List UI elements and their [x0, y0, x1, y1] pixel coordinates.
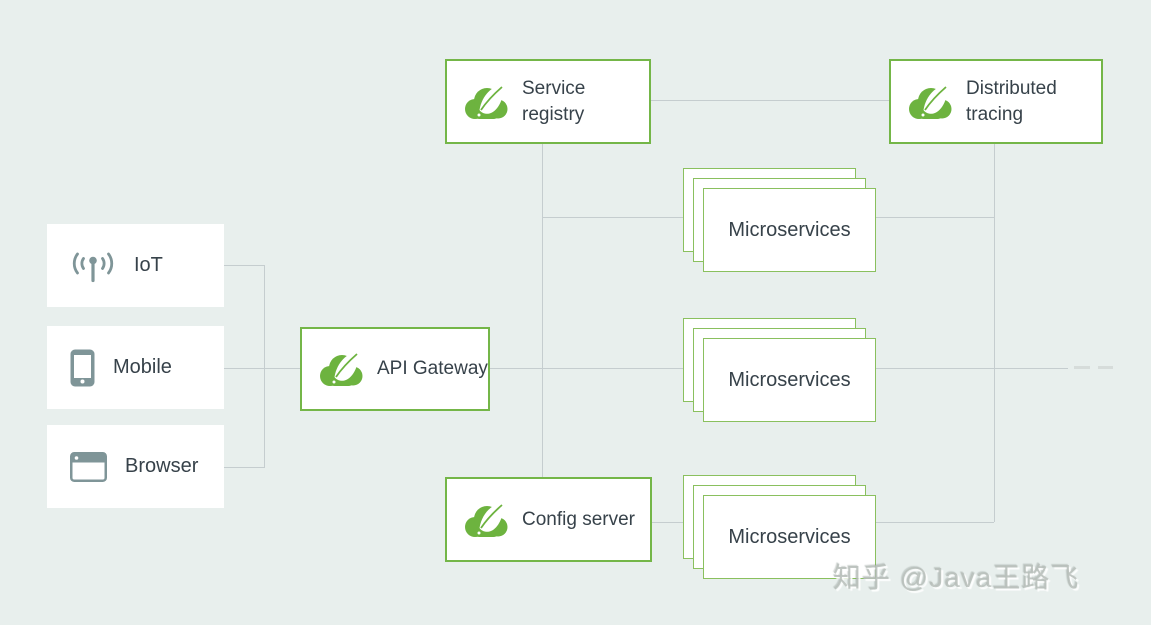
- service-registry-box: Service registry: [445, 59, 651, 144]
- continuation-dash: [1098, 366, 1113, 369]
- spring-cloud-icon: [907, 82, 953, 122]
- connector-iot: [224, 265, 264, 266]
- smartphone-icon: [70, 349, 95, 387]
- stack-card-front: Microservices: [703, 338, 876, 422]
- service-registry-label: Service registry: [522, 78, 586, 125]
- connector-registry-to-tracing: [651, 100, 889, 101]
- iot-client-box: IoT: [47, 224, 224, 307]
- continuation-dash: [1074, 366, 1090, 369]
- api-gateway-box: API Gateway: [300, 327, 490, 411]
- distributed-tracing-box: Distributed tracing: [889, 59, 1103, 144]
- microservices-stack-top: Microservices: [683, 168, 879, 272]
- microservices-stack-bottom: Microservices: [683, 475, 879, 579]
- connector-registry-to-config: [542, 144, 543, 477]
- browser-window-icon: [70, 451, 107, 482]
- spring-cloud-icon: [318, 349, 364, 389]
- browser-label: Browser: [125, 455, 199, 477]
- mobile-label: Mobile: [113, 356, 172, 378]
- spring-cloud-icon: [463, 82, 509, 122]
- connector-clients-bracket: [264, 265, 265, 468]
- stack-card-front: Microservices: [703, 495, 876, 579]
- iot-label: IoT: [134, 254, 163, 276]
- config-server-box: Config server: [445, 477, 652, 562]
- connector-browser: [224, 467, 264, 468]
- microservices-label: Microservices: [728, 218, 851, 241]
- connector-mobile-to-gateway: [224, 368, 300, 369]
- stack-card-front: Microservices: [703, 188, 876, 272]
- antenna-signal-icon: [70, 249, 116, 283]
- spring-cloud-icon: [463, 500, 509, 540]
- connector-gateway-to-middle: [490, 368, 683, 369]
- config-server-label: Config server: [522, 508, 635, 530]
- microservices-stack-middle: Microservices: [683, 318, 879, 422]
- distributed-tracing-label: Distributed tracing: [966, 78, 1057, 125]
- browser-client-box: Browser: [47, 425, 224, 508]
- microservices-label: Microservices: [728, 368, 851, 391]
- zhihu-watermark: 知乎 @Java王路飞: [833, 562, 1080, 593]
- mobile-client-box: Mobile: [47, 326, 224, 409]
- api-gateway-label: API Gateway: [377, 358, 488, 380]
- microservices-label: Microservices: [728, 525, 851, 548]
- connector-tracing-vertical: [994, 144, 995, 522]
- connector-middle-continuation: [876, 368, 1068, 369]
